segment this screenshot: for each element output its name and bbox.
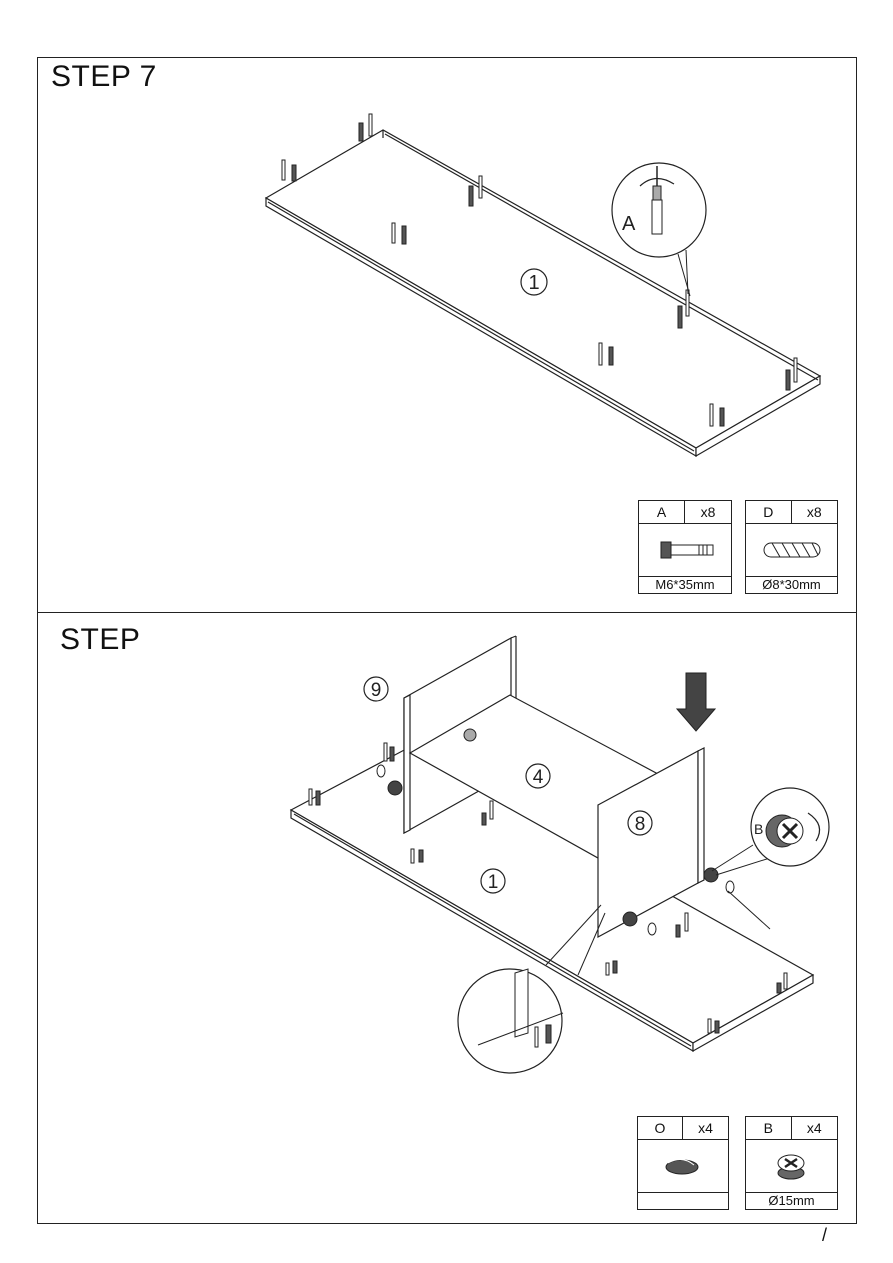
part-size (638, 1192, 728, 1209)
part-quantity: x8 (700, 504, 716, 520)
part-quantity: x4 (806, 1120, 822, 1136)
hardware-pegs (281, 113, 798, 427)
part-code: B (746, 1117, 792, 1139)
cam-locks (387, 728, 719, 927)
detail-b-callout (711, 787, 830, 876)
step-7-panel: STEP 7 (37, 57, 857, 613)
panel-number-badge (520, 268, 548, 296)
page-mark: / (822, 1225, 828, 1245)
part-size: Ø8*30mm (746, 576, 837, 593)
cam-lock-icon (746, 1139, 837, 1193)
part-code: D (746, 501, 792, 523)
step-illustration: B 9 4 8 1 (289, 635, 830, 1074)
peg-detail-callout (457, 904, 606, 1074)
step-7-illustration: A 1 (264, 113, 822, 458)
step-title: STEP 7 (51, 60, 157, 93)
cam-bolt-icon (639, 523, 731, 577)
part-quantity: x4 (698, 1120, 713, 1136)
bottom-panel-number: 1 (488, 872, 499, 893)
cover-cap-icon (638, 1139, 728, 1193)
part-code: A (639, 501, 685, 523)
step-panel: STEP (37, 612, 857, 1224)
wooden-dowel-icon (746, 523, 837, 577)
part-box-a: A x8 M6*35mm (638, 500, 732, 594)
dowel-icon (358, 122, 364, 142)
step-title: STEP (60, 623, 141, 656)
part-quantity: x8 (806, 504, 822, 520)
panel-number-label: 1 (528, 272, 539, 294)
side-left-number: 9 (371, 680, 382, 701)
part-box-o: O x4 (637, 1116, 729, 1210)
detail-b-label: B (754, 821, 763, 837)
part-code: O (638, 1117, 683, 1139)
part-box-d: D x8 Ø8*30mm (745, 500, 838, 594)
detail-a-callout (611, 162, 707, 297)
part-box-b: B x4 Ø15mm (745, 1116, 838, 1210)
down-arrow-icon (675, 672, 717, 732)
part-size: M6*35mm (639, 576, 731, 593)
shelf-number: 4 (533, 767, 544, 788)
side-right-number: 8 (635, 814, 646, 835)
part-size: Ø15mm (746, 1192, 837, 1209)
detail-a-label: A (622, 213, 636, 235)
